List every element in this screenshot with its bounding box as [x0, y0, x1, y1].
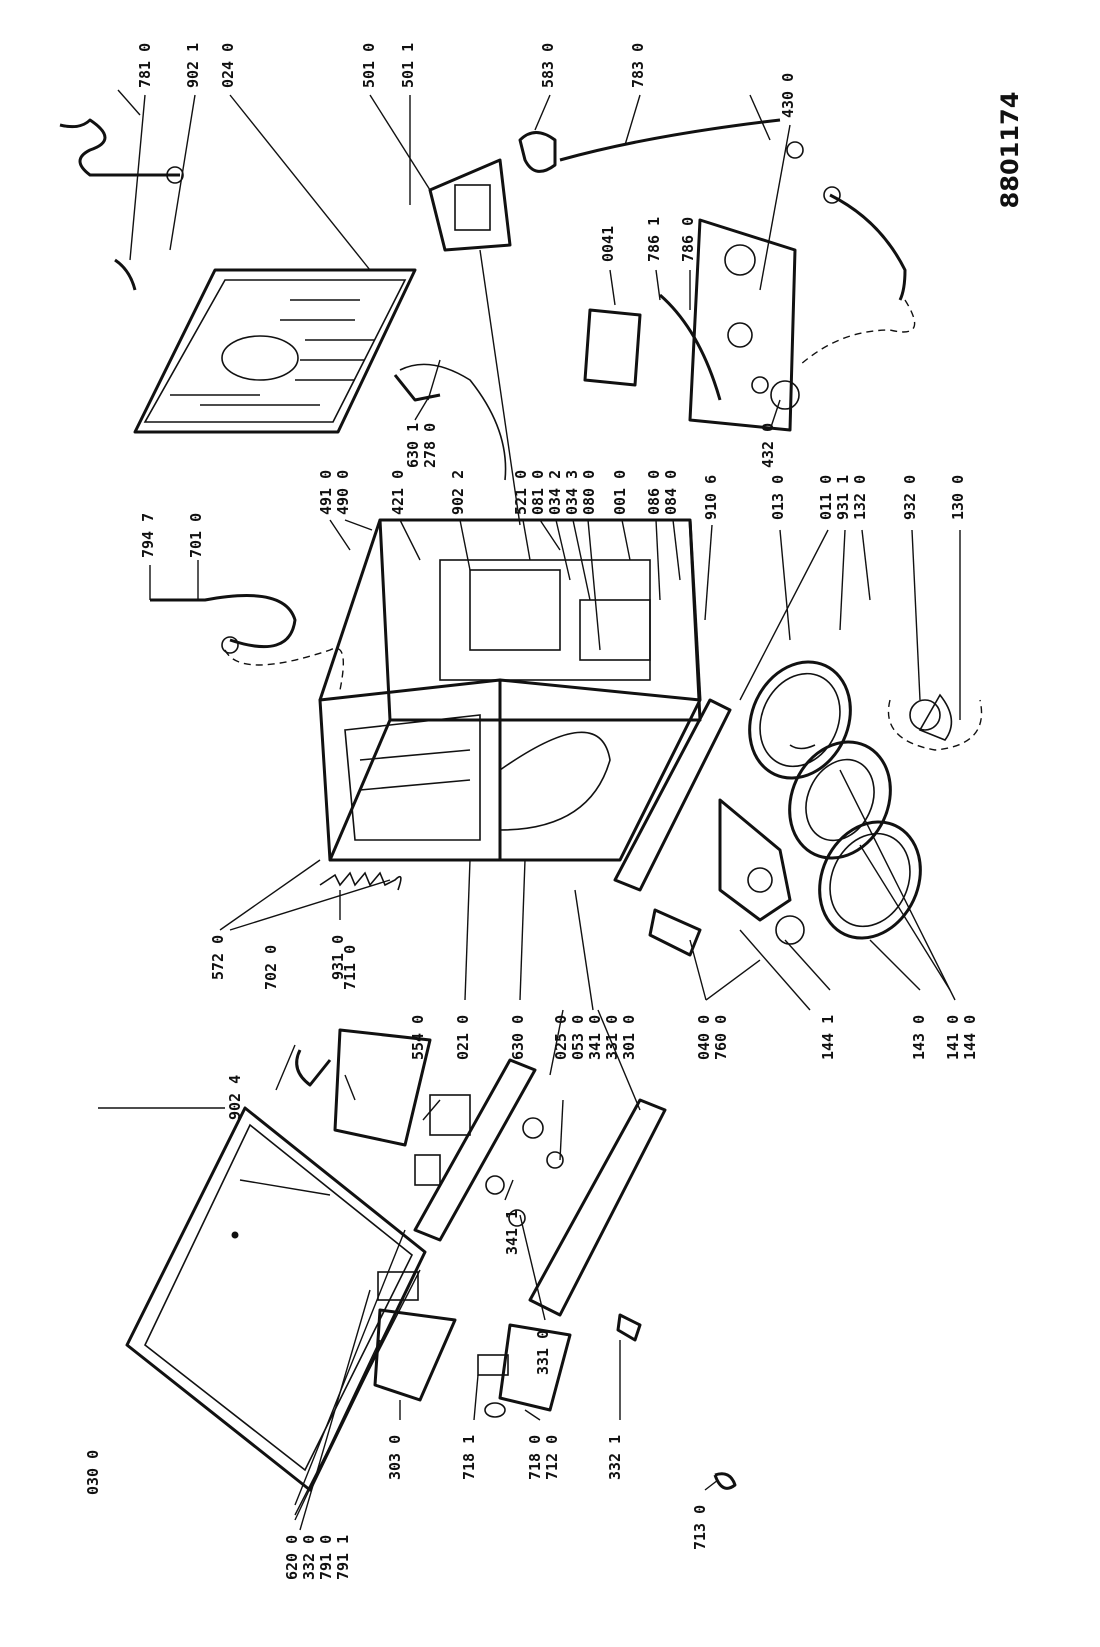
- label-332-0: 332 0: [300, 1535, 318, 1580]
- label-278-0: 278 0: [421, 423, 439, 468]
- drain-hose: [799, 186, 916, 366]
- label-794-7: 794 7: [139, 513, 157, 558]
- label-713-0: 713 0: [691, 1505, 709, 1550]
- label-718-0: 718 0: [526, 1435, 544, 1480]
- label-902-4: 902 4: [226, 1075, 244, 1120]
- pressure-switch: [518, 118, 804, 173]
- motor-parts: [648, 693, 983, 957]
- label-910-6: 910 6: [702, 475, 720, 520]
- label-332-1: 332 1: [606, 1435, 624, 1480]
- label-013-0: 013 0: [769, 475, 787, 520]
- label-760-0: 760 0: [712, 1015, 730, 1060]
- spring: [319, 871, 402, 891]
- label-791-1: 791 1: [334, 1535, 352, 1580]
- label-080-0: 080 0: [580, 470, 598, 515]
- pump-assembly: [688, 218, 800, 432]
- label-141-0: 141 0: [944, 1015, 962, 1060]
- label-786-0: 786 0: [679, 217, 697, 262]
- label-902-1: 902 1: [184, 43, 202, 88]
- back-panel: [133, 268, 417, 434]
- front-strip: [613, 698, 732, 892]
- label-001-0: 001 0: [611, 470, 629, 515]
- label-501-1: 501 1: [399, 43, 417, 88]
- label-301-0: 301 0: [620, 1015, 638, 1060]
- label-341-1: 341 1: [503, 1210, 521, 1255]
- label-130-0: 130 0: [949, 475, 967, 520]
- label-630-0: 630 0: [509, 1015, 527, 1060]
- label-702-0: 702 0: [262, 945, 280, 990]
- label-432-0: 432 0: [759, 423, 777, 468]
- label-025-0: 025 0: [552, 1015, 570, 1060]
- label-331-0b: 331 0: [534, 1330, 552, 1375]
- label-011-0: 011 0: [817, 475, 835, 520]
- label-430-0: 430 0: [779, 73, 797, 118]
- document-number: 8801174: [996, 92, 1024, 209]
- label-030-0: 030 0: [84, 1450, 102, 1495]
- label-040-0: 040 0: [695, 1015, 713, 1060]
- label-554-0: 554 0: [409, 1015, 427, 1060]
- label-0041: 0041: [599, 226, 617, 262]
- label-791-0: 791 0: [317, 1535, 335, 1580]
- label-086-0: 086 0: [645, 470, 663, 515]
- heater-element: [583, 293, 722, 401]
- label-084-0: 084 0: [662, 470, 680, 515]
- label-303-0: 303 0: [386, 1435, 404, 1480]
- motor-capacitor: [428, 158, 512, 252]
- label-630-1: 630 1: [404, 423, 422, 468]
- cabinet-body: [318, 518, 702, 862]
- label-718-1: 718 1: [460, 1435, 478, 1480]
- label-034-2: 034 2: [546, 470, 564, 515]
- part-labels: 030 0 902 4 702 0 711 0 554 0 620 0 332 …: [84, 43, 979, 1580]
- label-491-0: 491 0: [317, 470, 335, 515]
- label-712-0: 712 0: [543, 1435, 561, 1480]
- label-711-0: 711 0: [341, 945, 359, 990]
- label-341-0: 341 0: [586, 1015, 604, 1060]
- inlet-hose: [150, 594, 344, 691]
- label-902-2: 902 2: [449, 470, 467, 515]
- label-583-0: 583 0: [539, 43, 557, 88]
- label-932-0: 932 0: [901, 475, 919, 520]
- label-053-0: 053 0: [569, 1015, 587, 1060]
- water-valve: [295, 1028, 471, 1186]
- drum-assembly: [748, 660, 922, 940]
- label-144-0: 144 0: [961, 1015, 979, 1060]
- top-lid: [125, 1106, 427, 1492]
- label-620-0: 620 0: [283, 1535, 301, 1580]
- label-331-0: 331 0: [603, 1015, 621, 1060]
- door-lock-wire: [393, 363, 507, 481]
- label-783-0: 783 0: [629, 43, 647, 88]
- control-panel: [413, 1058, 667, 1317]
- label-501-0: 501 0: [360, 43, 378, 88]
- label-081-0: 081 0: [529, 470, 547, 515]
- label-024-0: 024 0: [219, 43, 237, 88]
- label-490-0: 490 0: [334, 470, 352, 515]
- mains-cable: [59, 118, 184, 291]
- label-786-1: 786 1: [645, 217, 663, 262]
- small-parts: [477, 1313, 737, 1490]
- label-521-0: 521 0: [512, 470, 530, 515]
- label-701-0: 701 0: [187, 513, 205, 558]
- label-931-0: 931 0: [329, 935, 347, 980]
- label-034-3: 034 3: [563, 470, 581, 515]
- label-421-0: 421 0: [389, 470, 407, 515]
- detergent-drawer: [373, 1271, 572, 1412]
- label-931-1: 931 1: [834, 475, 852, 520]
- label-572-0: 572 0: [209, 935, 227, 980]
- label-021-0: 021 0: [454, 1015, 472, 1060]
- leader-lines: [98, 89, 961, 1531]
- label-144-1: 144 1: [819, 1015, 837, 1060]
- label-143-0: 143 0: [910, 1015, 928, 1060]
- label-132-0: 132 0: [851, 475, 869, 520]
- label-781-0: 781 0: [136, 43, 154, 88]
